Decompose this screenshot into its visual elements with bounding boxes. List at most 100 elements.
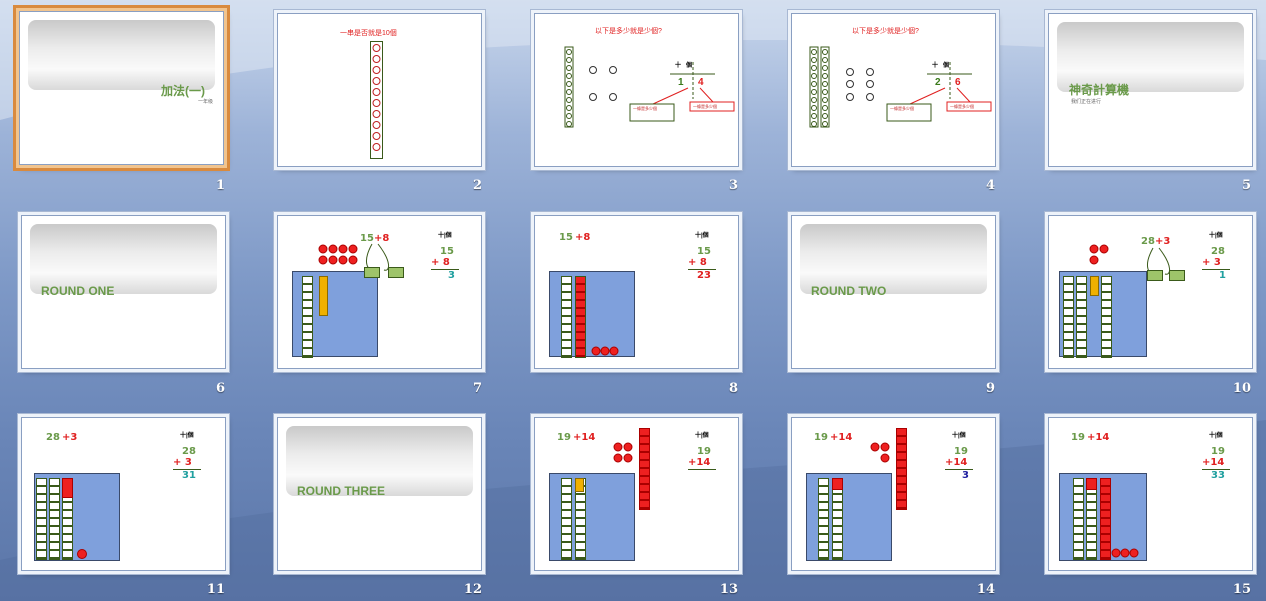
slide-number-13: 13 — [708, 582, 738, 597]
ten-rod — [561, 276, 572, 358]
expression-a: 15 — [559, 232, 573, 243]
slide-thumbnail-14[interactable]: 19 +14 十|個 19 +14 3 — [791, 417, 996, 571]
red-bead-group — [870, 442, 894, 466]
expression-a: 19 — [1071, 432, 1085, 443]
note-green: 一條是多少個 — [633, 106, 673, 112]
ten-rod — [1076, 276, 1087, 358]
row-2: +14 — [688, 457, 710, 468]
ten-rod — [1063, 276, 1074, 358]
ones-digit: 6 — [955, 77, 961, 88]
row-1: 19 — [1211, 446, 1225, 457]
slide-thumbnail-6[interactable]: ROUND ONE — [21, 215, 226, 369]
ten-one-header: 十|個 — [695, 230, 709, 239]
expression-b: +14 — [830, 432, 852, 443]
slide-number-4: 4 — [965, 178, 995, 193]
slide-number-10: 10 — [1221, 381, 1251, 396]
slide-number-8: 8 — [708, 381, 738, 396]
slide-subtitle: 一年级 — [198, 98, 213, 105]
red-bead-group — [1089, 244, 1113, 266]
slide-thumbnail-3[interactable]: 以下是多少就是少個? 十 個 1 4 一條是多少個 一條是多少個 — [534, 13, 739, 167]
ten-rod — [832, 478, 843, 560]
row-2: + 8 — [431, 257, 450, 268]
slide-thumbnail-11[interactable]: 28 +3 十|個 28 + 3 31 — [21, 417, 226, 571]
tens-digit: 2 — [935, 77, 941, 88]
split-box-a — [364, 267, 380, 278]
expression-b: +14 — [573, 432, 595, 443]
row-1: 19 — [954, 446, 968, 457]
ten-rod — [818, 478, 829, 560]
slide-number-12: 12 — [452, 582, 482, 597]
ten-rod-red — [575, 276, 586, 358]
slide-thumbnail-13[interactable]: 19 +14 十|個 19 +14 — [534, 417, 739, 571]
slide-thumbnail-8[interactable]: 15 +8 十|個 15 + 8 23 — [534, 215, 739, 369]
ones-bar — [575, 478, 584, 492]
ten-rod — [49, 478, 60, 560]
slide-number-2: 2 — [452, 178, 482, 193]
slide-thumbnail-9[interactable]: ROUND TWO — [791, 215, 996, 369]
row-3: 33 — [1211, 470, 1225, 481]
red-beads-bottom — [1111, 548, 1141, 558]
expression-b: +3 — [62, 432, 77, 443]
slide-number-9: 9 — [965, 381, 995, 396]
ten-rod-red-top — [62, 478, 73, 498]
slide-number-11: 11 — [195, 582, 225, 597]
slide-thumbnail-10[interactable]: 28 +3 十|個 28 + 3 1 — [1048, 215, 1253, 369]
bead-rod — [370, 41, 383, 159]
ten-rod-red-top — [832, 478, 843, 490]
ten-one-header: 十 個 — [675, 60, 692, 69]
ones-bar — [319, 276, 328, 316]
slide-title: 神奇計算機 — [1069, 81, 1129, 98]
row-2: + 3 — [173, 457, 192, 468]
slide-thumbnail-2[interactable]: 一串是否就是10個 — [277, 13, 482, 167]
row-3: 31 — [182, 470, 196, 481]
row-1: 28 — [182, 446, 196, 457]
red-bead-group — [613, 442, 637, 466]
slide-subtitle: 我们正在进行 — [1071, 98, 1101, 105]
ten-one-header: 十|個 — [1209, 430, 1223, 439]
slide-thumbnail-4[interactable]: 以下是多少就是少個? 十 個 2 6 一條是多少個 一條是多少個 — [791, 13, 996, 167]
ten-one-header: 十 個 — [932, 60, 949, 69]
red-beads-bottom — [591, 346, 621, 356]
slide-number-7: 7 — [452, 381, 482, 396]
red-bead — [76, 548, 88, 560]
row-3: 1 — [1219, 270, 1226, 281]
row-3: 23 — [697, 270, 711, 281]
slide-thumbnail-15[interactable]: 19 +14 十|個 19 +14 33 — [1048, 417, 1253, 571]
bead-column — [371, 42, 382, 158]
ten-rod — [36, 478, 47, 560]
row-2: + 8 — [688, 257, 707, 268]
place-value-illustration — [792, 14, 995, 166]
note-red: 一條是多少個 — [693, 104, 733, 110]
row-3: 3 — [962, 470, 969, 481]
ten-rod — [561, 478, 572, 560]
split-box-b — [1169, 270, 1185, 281]
slide-number-5: 5 — [1221, 178, 1251, 193]
split-box-a — [1147, 270, 1163, 281]
slide-title: ROUND ONE — [41, 284, 114, 298]
slide-number-3: 3 — [708, 178, 738, 193]
ten-one-header: 十|個 — [438, 230, 452, 239]
ten-one-header: 十|個 — [180, 430, 194, 439]
tens-digit: 1 — [678, 77, 684, 88]
ones-digit: 4 — [698, 77, 704, 88]
slide-title: ROUND TWO — [811, 284, 886, 298]
slide-thumbnail-5[interactable]: 神奇計算機 我们正在进行 — [1048, 13, 1253, 167]
slide-thumbnail-12[interactable]: ROUND THREE — [277, 417, 482, 571]
title-banner — [28, 20, 215, 90]
red-bead-group — [318, 244, 358, 270]
place-value-illustration — [535, 14, 738, 166]
expression-a: 19 — [814, 432, 828, 443]
ones-bar — [1090, 276, 1099, 296]
slide-number-6: 6 — [195, 381, 225, 396]
ten-one-header: 十|個 — [695, 430, 709, 439]
expression-b: +14 — [1087, 432, 1109, 443]
ten-one-header: 十|個 — [952, 430, 966, 439]
slide-thumbnail-1[interactable]: 加法(一) 一年级 — [19, 11, 224, 165]
row-3: 3 — [448, 270, 455, 281]
slide-number-1: 1 — [195, 178, 225, 193]
ten-rod — [1101, 276, 1112, 358]
slide-thumbnail-7[interactable]: 15 +8 十|個 15 + 8 3 — [277, 215, 482, 369]
expression-a: 28 — [46, 432, 60, 443]
slide-title: 加法(一) — [161, 82, 205, 99]
